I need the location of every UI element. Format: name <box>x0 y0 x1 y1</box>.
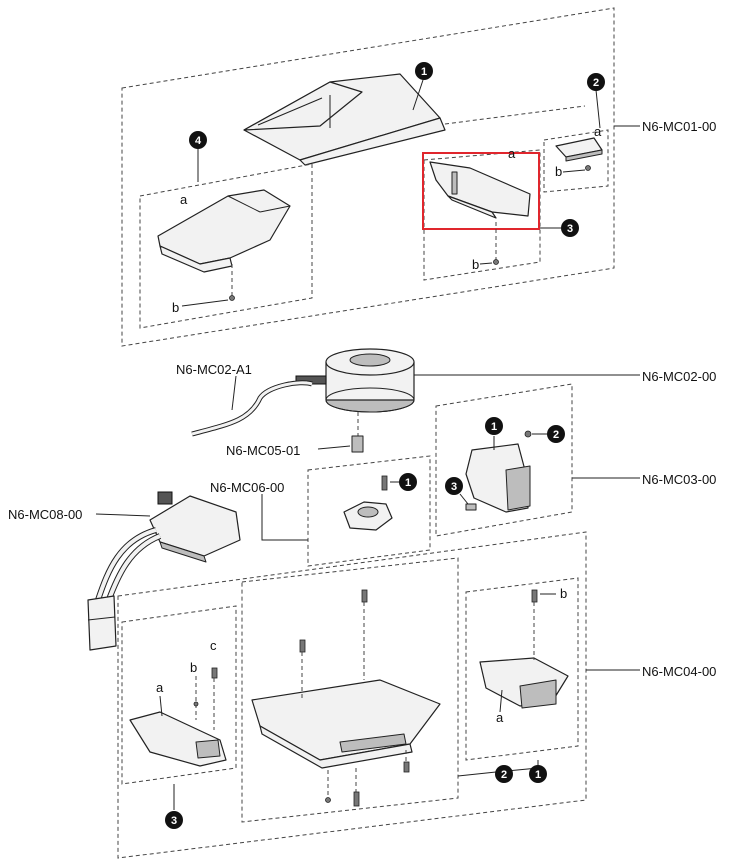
svg-text:1: 1 <box>535 769 541 781</box>
mc04-bottom-screw-3 <box>403 761 410 773</box>
svg-text:1: 1 <box>421 66 427 78</box>
label-n6-mc01-00: N6-MC01-00 <box>642 119 716 134</box>
group-mc03-box <box>435 383 573 537</box>
mc03-small-pin <box>465 503 477 511</box>
highlighted-bracket-part[interactable] <box>429 161 531 219</box>
mc06-base-part[interactable] <box>343 501 393 531</box>
label-n6-mc08-00: N6-MC08-00 <box>8 507 82 522</box>
svg-text:a: a <box>508 146 516 161</box>
motor-part[interactable] <box>295 348 415 413</box>
mc04-middle-housing-part[interactable] <box>251 679 441 769</box>
highlight-box[interactable] <box>422 152 540 230</box>
mc08-connector-part[interactable] <box>87 595 117 651</box>
mc04-right-box <box>465 577 579 761</box>
svg-text:a: a <box>180 192 188 207</box>
mc04-right-screw <box>531 589 538 603</box>
svg-text:2: 2 <box>501 769 507 781</box>
label-n6-mc03-00: N6-MC03-00 <box>642 472 716 487</box>
mc04-screw-c <box>211 667 218 679</box>
mc08-controller-part[interactable] <box>149 491 241 563</box>
svg-text:3: 3 <box>171 815 177 827</box>
svg-text:1: 1 <box>405 477 411 489</box>
label-n6-mc05-01: N6-MC05-01 <box>226 443 300 458</box>
screw-b-highlighted <box>493 259 499 265</box>
label-n6-mc02-a1: N6-MC02-A1 <box>176 362 252 377</box>
mc04-bottom-screw-2 <box>353 791 360 807</box>
fitting-part[interactable] <box>351 435 364 453</box>
callout-2-mc04: 2 <box>495 765 513 783</box>
small-bracket-part[interactable] <box>555 137 603 162</box>
svg-text:b: b <box>172 300 179 315</box>
svg-text:4: 4 <box>195 135 202 147</box>
svg-text:b: b <box>472 257 479 272</box>
callout-2-mc03: 2 <box>547 425 565 443</box>
svg-text:1: 1 <box>491 421 497 433</box>
label-n6-mc02-00: N6-MC02-00 <box>642 369 716 384</box>
screw-b-left <box>229 295 235 301</box>
svg-text:2: 2 <box>553 429 559 441</box>
svg-text:b: b <box>190 660 197 675</box>
group-mc01-box <box>121 7 615 347</box>
svg-text:a: a <box>156 680 164 695</box>
svg-text:c: c <box>210 638 217 653</box>
svg-text:b: b <box>560 586 567 601</box>
svg-text:3: 3 <box>567 223 573 235</box>
callout-3-mc03: 3 <box>445 477 463 495</box>
subgroup-4-box <box>139 163 313 329</box>
svg-text:b: b <box>555 164 562 179</box>
upper-cover-part[interactable] <box>243 73 446 166</box>
svg-text:a: a <box>594 124 602 139</box>
mc04-right-part[interactable] <box>479 657 569 709</box>
callout-3-mc04: 3 <box>165 811 183 829</box>
mc04-top-screw <box>361 589 368 603</box>
callout-1-mc04: 1 <box>529 765 547 783</box>
screw-b-small <box>585 165 591 171</box>
group-mc06-box <box>307 455 431 567</box>
mc04-middle-box <box>241 557 459 823</box>
mc04-left-screw <box>299 639 306 653</box>
mc04-screw-b <box>193 701 199 707</box>
left-cover-part[interactable] <box>157 189 291 273</box>
mc04-left-part[interactable] <box>129 711 227 767</box>
svg-text:2: 2 <box>593 77 599 89</box>
mc03-bracket-part[interactable] <box>465 443 531 513</box>
subgroup-2-box <box>543 129 609 193</box>
mc06-screw <box>381 475 388 491</box>
label-n6-mc06-00: N6-MC06-00 <box>210 480 284 495</box>
callout-1-upper-cover: 1 <box>415 62 433 80</box>
cover-guide-line <box>444 105 586 125</box>
callout-3-highlighted: 3 <box>561 219 579 237</box>
mc03-screw <box>524 430 532 438</box>
svg-text:3: 3 <box>451 481 457 493</box>
label-n6-mc04-00: N6-MC04-00 <box>642 664 716 679</box>
callout-2-bracket: 2 <box>587 73 605 91</box>
callout-1-mc03: 1 <box>485 417 503 435</box>
callout-1-mc06: 1 <box>399 473 417 491</box>
mc04-bottom-screw-1 <box>325 797 331 803</box>
callout-4-left-cover: 4 <box>189 131 207 149</box>
svg-text:a: a <box>496 710 504 725</box>
